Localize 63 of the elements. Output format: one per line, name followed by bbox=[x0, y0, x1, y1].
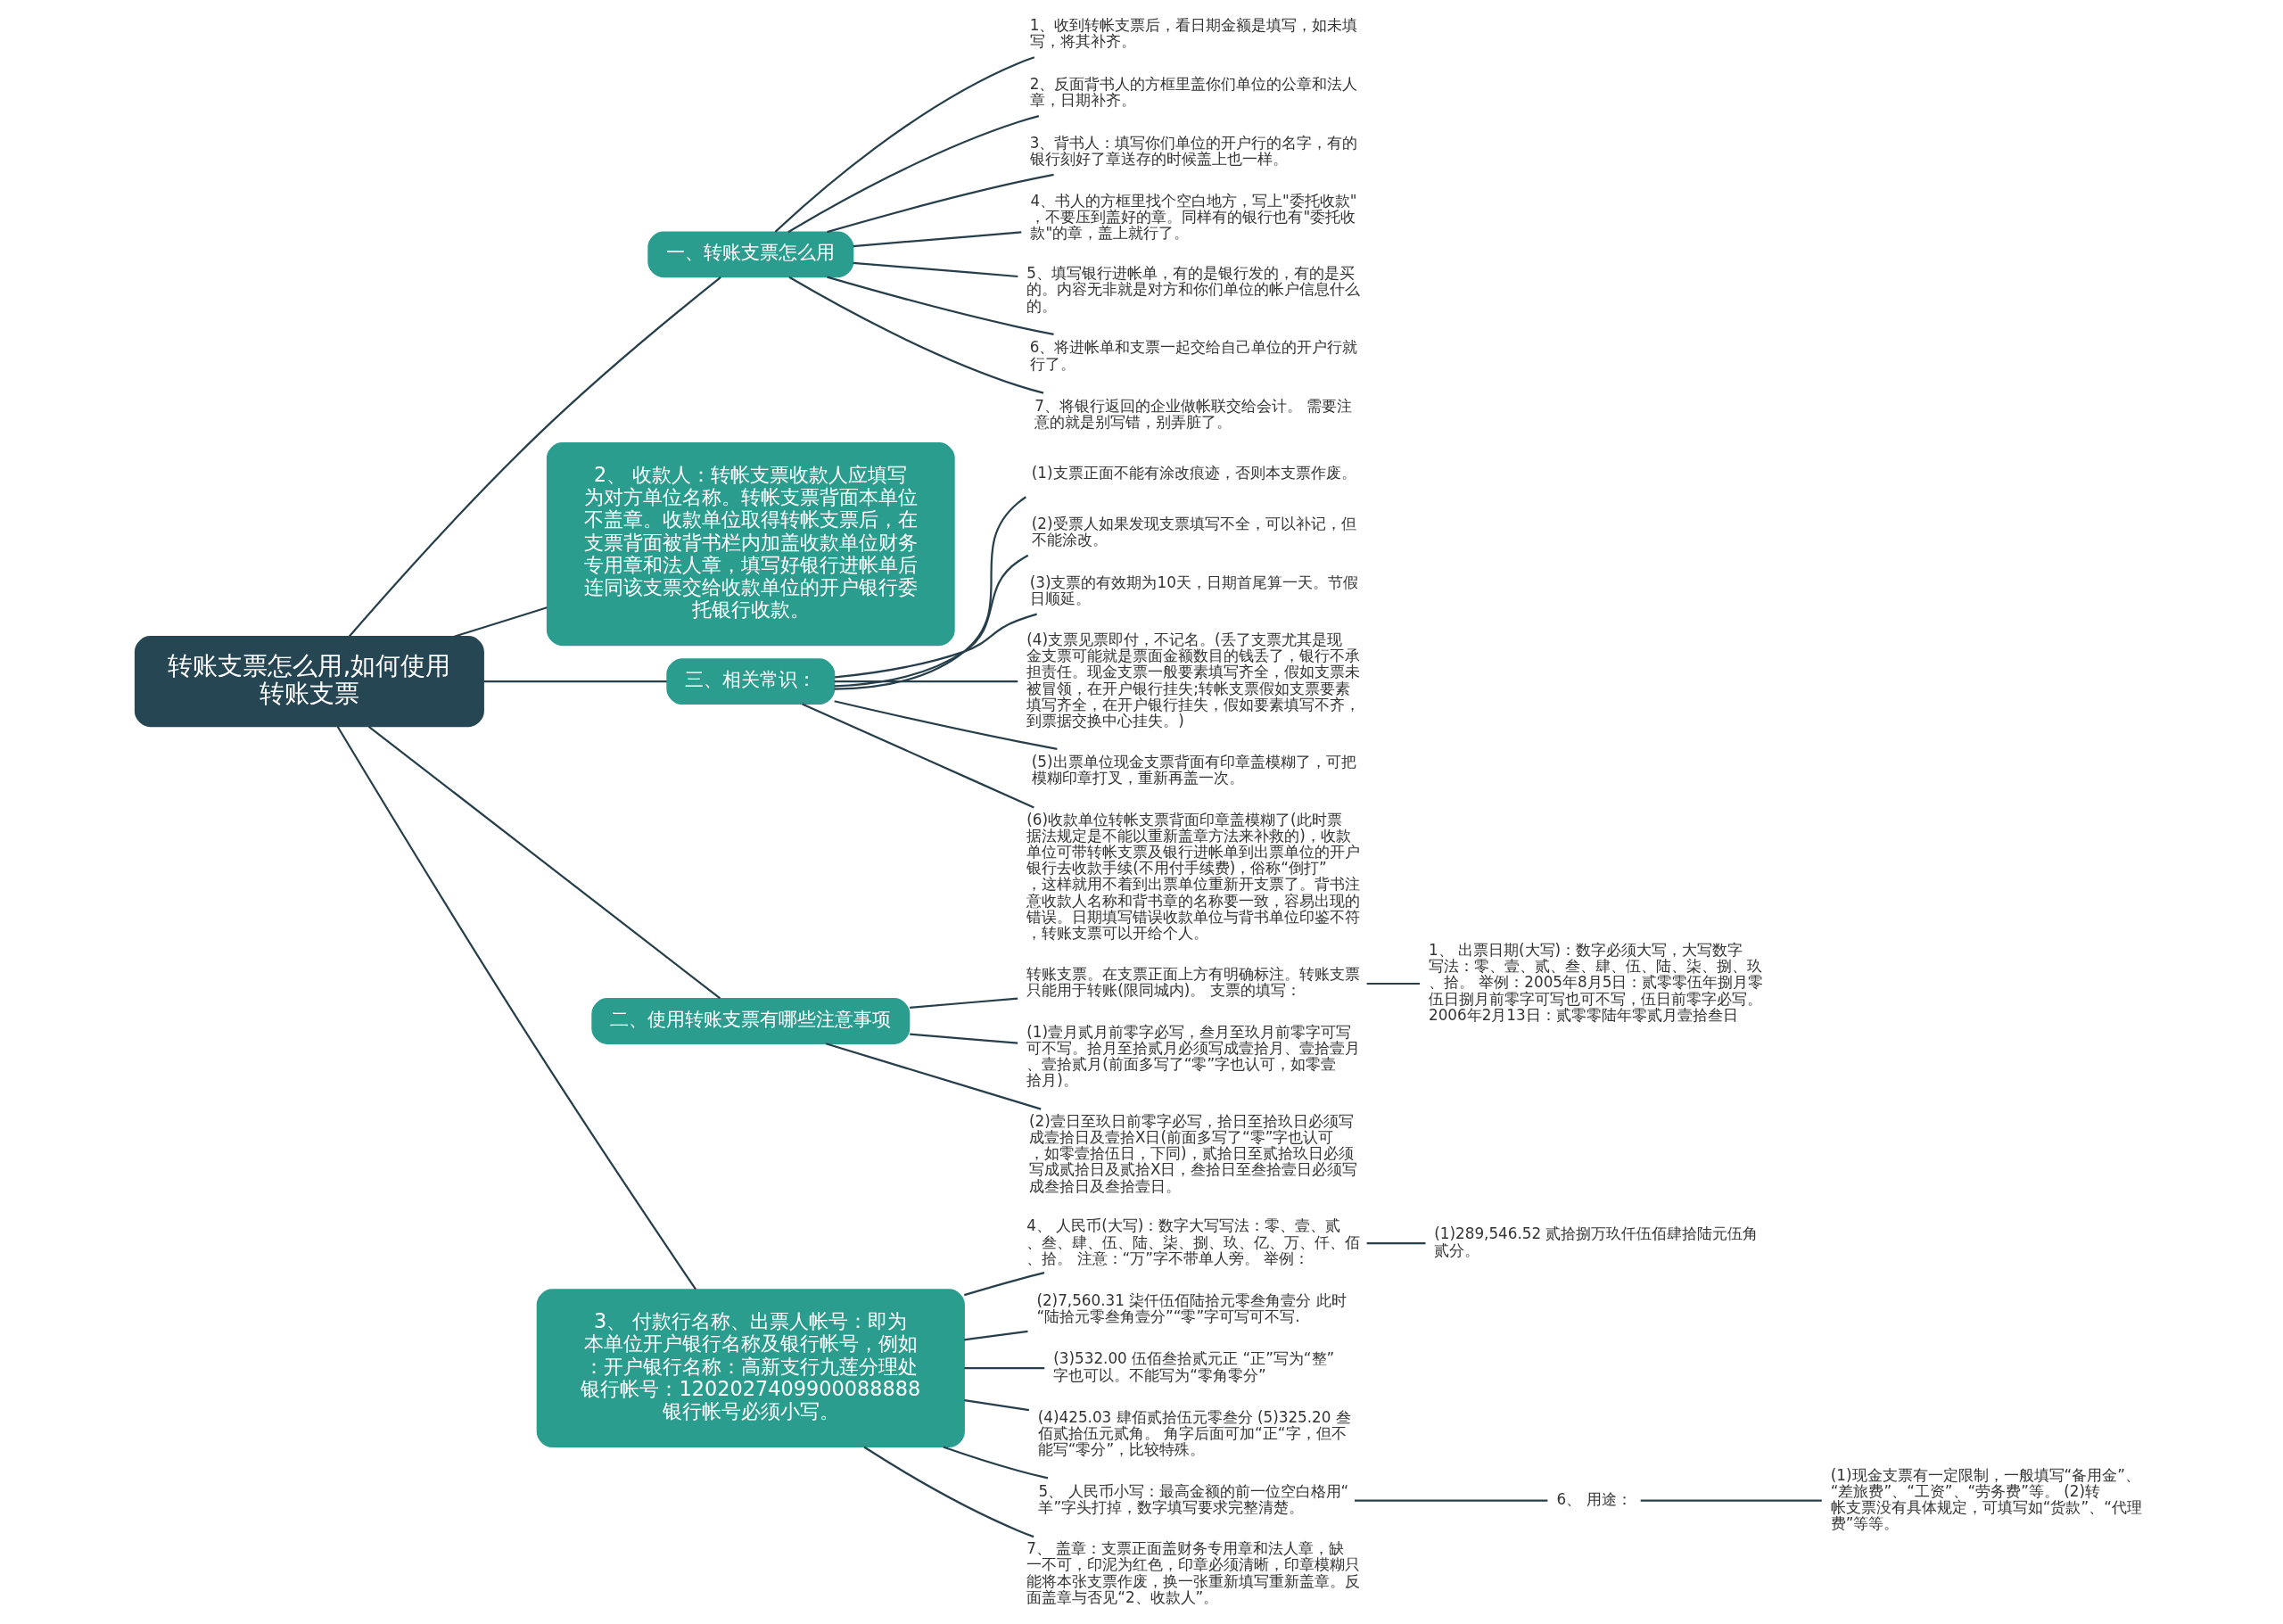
node-text: 3、背书人：填写你们单位的开户行的名字，有的银行刻好了章送存的时候盖上也一样。 bbox=[1029, 133, 1358, 169]
node-text: (4)支票见票即付，不记名。(丢了支票尤其是现金支票可能就是票面金额数目的钱丢了，银行不承担责任。现金支票一般要素填写齐全，假如支票未被冒领，在开户银行挂失;转帐支票假如支票要素填写齐全，在开户银行挂失，假如要素填写不齐，到票据交换中心挂失。) bbox=[1026, 631, 1361, 730]
connector bbox=[834, 496, 1026, 690]
node-text: 7、 盖章：支票正面盖财务专用章和法人章，缺一不可，印泥为红色，印章必须清晰，印章模糊只能将本张支票作废，换一张重新填写重新盖章。反面盖章与否见“2、收款人”。 bbox=[1026, 1539, 1361, 1606]
node-text: (4)425.03 肆佰贰拾伍元零叁分 (5)325.20 叁佰贰拾伍元贰角。 角字后面可加“正“字，但不能写“零分”，比较特殊。 bbox=[1037, 1407, 1351, 1458]
connector bbox=[853, 261, 1018, 278]
connector bbox=[964, 1272, 1045, 1297]
node-box: 一、转账支票怎么用 bbox=[647, 231, 854, 278]
node-text: (3)支票的有效期为10天，日期首尾算一天。节假日顺延。 bbox=[1029, 573, 1358, 607]
connector bbox=[910, 1033, 1018, 1044]
node-text: (1)壹月贰月前零字必写，叁月至玖月前零字可写可不写。拾月至拾贰月必须写成壹拾月、壹拾壹月、壹拾贰月(前面多写了“零”字也认可，如零壹拾月)。 bbox=[1026, 1022, 1361, 1090]
node-box: 二、使用转账支票有哪些注意事项 bbox=[591, 998, 911, 1044]
connector bbox=[910, 997, 1018, 1009]
node-text: 6、将进帐单和支票一起交给自己单位的开户行就行了。 bbox=[1029, 338, 1358, 373]
node-box: 三、相关常识： bbox=[666, 658, 836, 705]
node-text: 5、 人民币小写：最高金额的前一位空白格用“羊”字头打掉，数字填写要求完整清楚。 bbox=[1038, 1481, 1349, 1517]
node-text: 2、反面背书人的方框里盖你们单位的公章和法人章，日期补齐。 bbox=[1029, 75, 1358, 110]
connector bbox=[788, 276, 1044, 394]
node-box: 转账支票怎么用,如何使用转账支票 bbox=[134, 636, 484, 728]
connector bbox=[853, 231, 1022, 248]
connector bbox=[1366, 982, 1421, 985]
connector bbox=[336, 726, 696, 1290]
node-text: (3)532.00 伍佰叁拾贰元正 “正”写为“整”字也可以。不能写为“零角零分” bbox=[1053, 1349, 1335, 1384]
node-text: (2)7,560.31 柒仟伍佰陆拾元零叁角壹分 此时 “陆拾元零叁角壹分”“零”字可写可不写. bbox=[1036, 1290, 1347, 1325]
node-box: 3、 付款行名称、出票人帐号：即为本单位开户银行名称及银行帐号，例如：开户银行名称：高新支行九莲分理处银行帐号：1202027409900088888 银行帐号必须小写。 bbox=[536, 1289, 965, 1448]
node-text: (1)现金支票有一定限制，一般填写“备用金”、“差旅费”、“工资”、“劳务费”等。 (2)转帐支票没有具体规定，可填写如“货款”、“代理费”等等。 bbox=[1830, 1465, 2142, 1533]
connector bbox=[943, 1446, 1049, 1480]
connector bbox=[834, 680, 1018, 683]
node-text: (5)出票单位现金支票背面有印章盖模糊了，可把模糊印章打叉，重新再盖一次。 bbox=[1031, 753, 1356, 787]
node-text: (6)收款单位转帐支票背面印章盖模糊了(此时票据法规定是不能以重新盖章方法来补救的)，收款单位可带转帐支票及银行进帐单到出票单位的开户银行去收款手续(不用付手续费)，俗称“倒打”，这样就用不着到出票单位重新开支票了。背书注意收款人名称和背书章的名称要一致，容易出现的错误。日期填写错误收款单位与背书单位印鉴不符，转账支票可以开给个人。 bbox=[1026, 810, 1361, 943]
connector bbox=[964, 1399, 1030, 1412]
node-text: 1、 出票日期(大写)：数字必须大写，大写数字写法：零、壹、贰、叁、肆、伍、陆、柒、捌、玖、拾。 举例：2005年8月5日：贰零零伍年捌月零伍日捌月前零字可写也可不写，伍日前零字必写。 2006年2月13日：贰零零陆年零贰月壹拾叁日 bbox=[1429, 940, 1764, 1024]
node-text: 6、 用途： bbox=[1556, 1489, 1632, 1508]
node-text: (2)受票人如果发现支票填写不全，可以补记，但不能涂改。 bbox=[1031, 514, 1356, 549]
connector bbox=[1355, 1499, 1548, 1502]
node-box: 2、 收款人：转帐支票收款人应填写为对方单位名称。转帐支票背面本单位不盖章。收款单位取得转帐支票后，在支票背面被背书栏内加盖收款单位财务专用章和法人章，填写好银行进帐单后连同该支票交给收款单位的开户银行委托银行收款。 bbox=[546, 442, 955, 647]
connector bbox=[802, 703, 1034, 809]
connector bbox=[834, 554, 1029, 688]
connector bbox=[827, 276, 1054, 336]
connector bbox=[834, 700, 1058, 750]
node-text: 转账支票。在支票正面上方有明确标注。转账支票只能用于转账(限同城内)。 支票的填写： bbox=[1026, 965, 1361, 1000]
node-text: 7、将银行返回的企业做帐联交给会计。 需要注意的就是别写错，别弄脏了。 bbox=[1034, 397, 1353, 432]
node-text: (1)支票正面不能有涂改痕迹，否则本支票作废。 bbox=[1031, 464, 1356, 482]
node-text: (2)壹日至玖日前零字必写，拾日至拾玖日必须写成壹拾日及壹拾X日(前面多写了“零”字也认可，如零壹拾伍日，下同)，贰拾日至贰拾玖日必须写成贰拾日及贰拾X日，叁拾日至叁拾壹日必须写成叁拾日及叁拾壹日。 bbox=[1029, 1111, 1358, 1195]
node-text: 4、 人民币(大写)：数字大写写法：零、壹、贰、叁、肆、伍、陆、柒、捌、玖、亿、万、仟、佰、拾。 注意：“万”字不带单人旁。 举例： bbox=[1026, 1216, 1361, 1267]
connector bbox=[1640, 1499, 1822, 1502]
connector bbox=[454, 606, 548, 638]
connector bbox=[835, 613, 1037, 679]
connector bbox=[964, 1367, 1045, 1370]
connector bbox=[483, 680, 667, 683]
connector bbox=[964, 1330, 1028, 1341]
node-text: 1、收到转帐支票后，看日期金额是填写，如未填写，将其补齐。 bbox=[1029, 16, 1358, 51]
node-text: (1)289,546.52 贰拾捌万玖仟伍佰肆拾陆元伍角贰分。 bbox=[1434, 1224, 1759, 1259]
connector bbox=[825, 1043, 1042, 1110]
connector bbox=[827, 173, 1054, 234]
connector bbox=[367, 725, 721, 1000]
connector bbox=[863, 1446, 1034, 1538]
connector bbox=[774, 56, 1035, 233]
connector bbox=[1366, 1242, 1426, 1245]
node-text: 5、填写银行进帐单，有的是银行发的，有的是买的。内容无非就是对方和你们单位的帐户信息什么的。 bbox=[1026, 264, 1361, 315]
connector bbox=[348, 276, 721, 638]
connector bbox=[787, 115, 1040, 234]
node-text: 4、书人的方框里找个空白地方，写上"委托收款"，不要压到盖好的章。同样有的银行也有"委托收款"的章，盖上就行了。 bbox=[1030, 191, 1357, 243]
